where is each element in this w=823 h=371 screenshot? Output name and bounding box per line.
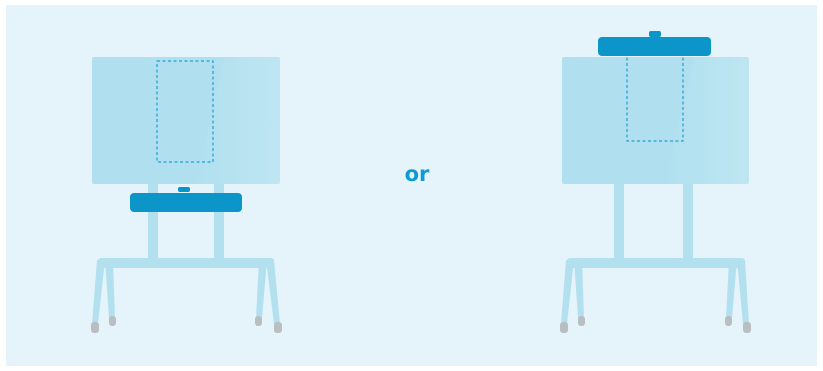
caster-feet	[91, 316, 282, 333]
caster-feet	[560, 316, 751, 333]
interactive-display	[92, 57, 280, 184]
rolling-stand	[561, 180, 749, 324]
option-camera-below-display	[91, 57, 282, 333]
interactive-display	[562, 53, 749, 184]
or-separator-label: or	[395, 162, 439, 186]
camera-lens-icon	[649, 31, 661, 37]
option-camera-above-display	[560, 31, 751, 333]
camera-bar	[130, 187, 242, 212]
camera-bar	[598, 31, 711, 56]
camera-lens-icon	[178, 187, 190, 192]
